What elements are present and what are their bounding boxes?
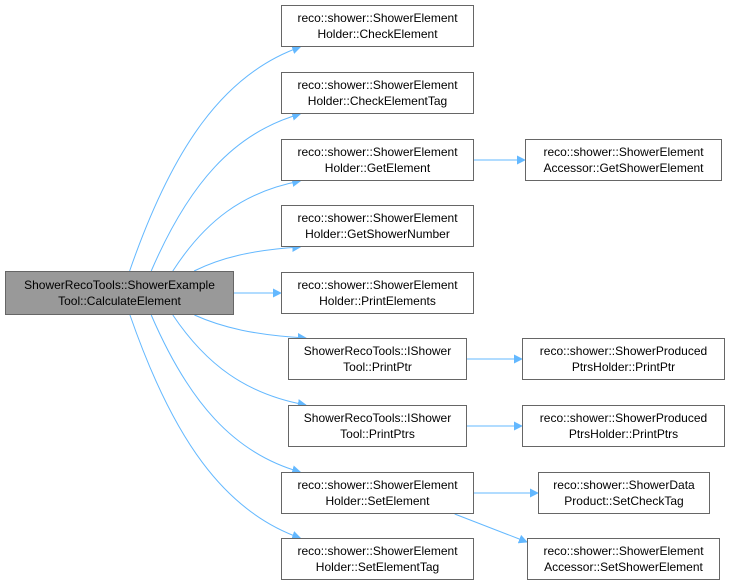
node-print-ptr[interactable]: ShowerRecoTools::IShower Tool::PrintPtr xyxy=(288,338,467,380)
edge-root-to-print-ptr xyxy=(194,314,307,343)
node-label-line2: PtrsHolder::PrintPtr xyxy=(571,360,676,374)
node-label-line2: Tool::PrintPtr xyxy=(343,360,412,374)
node-calculate-element[interactable]: ShowerRecoTools::ShowerExample Tool::Cal… xyxy=(5,271,234,315)
node-get-shower-element[interactable]: reco::shower::ShowerElement Accessor::Ge… xyxy=(525,139,722,181)
edge-root-to-set-element xyxy=(150,314,302,475)
node-label-line1: reco::shower::ShowerElement xyxy=(297,78,458,92)
node-label-line1: reco::shower::ShowerElement xyxy=(297,11,458,25)
node-label-line2: Holder::PrintElements xyxy=(319,294,436,308)
node-produced-print-ptr[interactable]: reco::shower::ShowerProduced PtrsHolder:… xyxy=(522,338,725,380)
node-set-element-tag[interactable]: reco::shower::ShowerElement Holder::SetE… xyxy=(281,538,474,580)
node-label-line2: Holder::CheckElementTag xyxy=(307,94,448,108)
node-label-line1: reco::shower::ShowerProduced xyxy=(539,411,708,425)
node-label-line2: Product::SetCheckTag xyxy=(564,494,684,508)
node-label-line1: ShowerRecoTools::ShowerExample xyxy=(24,278,215,292)
node-label-line1: ShowerRecoTools::IShower xyxy=(303,411,452,425)
node-label-line1: reco::shower::ShowerElement xyxy=(543,145,704,159)
node-set-element[interactable]: reco::shower::ShowerElement Holder::SetE… xyxy=(281,472,474,514)
node-set-check-tag[interactable]: reco::shower::ShowerData Product::SetChe… xyxy=(538,472,710,514)
node-label-line2: Tool::CalculateElement xyxy=(58,294,181,308)
edge-root-to-check-element-tag xyxy=(150,111,302,272)
edge-root-to-check-element xyxy=(129,45,302,272)
edge-root-to-get-shower-number xyxy=(193,242,302,272)
node-label-line2: Holder::SetElement xyxy=(325,494,430,508)
node-label-line1: reco::shower::ShowerElement xyxy=(297,544,458,558)
node-print-elements[interactable]: reco::shower::ShowerElement Holder::Prin… xyxy=(281,272,474,314)
node-label-line1: reco::shower::ShowerData xyxy=(553,478,695,492)
edge-root-to-get-element xyxy=(172,178,302,272)
node-label-line2: Accessor::GetShowerElement xyxy=(543,161,704,175)
edge-root-to-print-ptrs xyxy=(172,314,307,408)
node-label-line1: reco::shower::ShowerElement xyxy=(297,145,458,159)
node-label-line1: reco::shower::ShowerElement xyxy=(297,211,458,225)
node-label-line2: PtrsHolder::PrintPtrs xyxy=(568,427,679,441)
node-produced-print-ptrs[interactable]: reco::shower::ShowerProduced PtrsHolder:… xyxy=(522,405,725,447)
node-label-line1: ShowerRecoTools::IShower xyxy=(303,344,452,358)
node-label-line1: reco::shower::ShowerElement xyxy=(543,544,704,558)
edge-set-element-to-set-shower-element xyxy=(454,513,528,544)
node-label-line1: reco::shower::ShowerProduced xyxy=(539,344,708,358)
node-label-line1: reco::shower::ShowerElement xyxy=(297,278,458,292)
node-label-line2: Accessor::SetShowerElement xyxy=(544,560,703,574)
node-check-element-tag[interactable]: reco::shower::ShowerElement Holder::Chec… xyxy=(281,72,474,114)
node-get-shower-number[interactable]: reco::shower::ShowerElement Holder::GetS… xyxy=(281,205,474,247)
node-label-line2: Tool::PrintPtrs xyxy=(340,427,415,441)
node-label-line2: Holder::GetShowerNumber xyxy=(305,227,450,241)
node-label-line2: Holder::SetElementTag xyxy=(315,560,440,574)
node-check-element[interactable]: reco::shower::ShowerElement Holder::Chec… xyxy=(281,5,474,47)
node-get-element[interactable]: reco::shower::ShowerElement Holder::GetE… xyxy=(281,139,474,181)
node-set-shower-element[interactable]: reco::shower::ShowerElement Accessor::Se… xyxy=(527,538,720,580)
node-print-ptrs[interactable]: ShowerRecoTools::IShower Tool::PrintPtrs xyxy=(288,405,467,447)
node-label-line2: Holder::CheckElement xyxy=(317,27,438,41)
node-label-line1: reco::shower::ShowerElement xyxy=(297,478,458,492)
node-label-line2: Holder::GetElement xyxy=(324,161,431,175)
edge-root-to-set-element-tag xyxy=(129,314,302,540)
